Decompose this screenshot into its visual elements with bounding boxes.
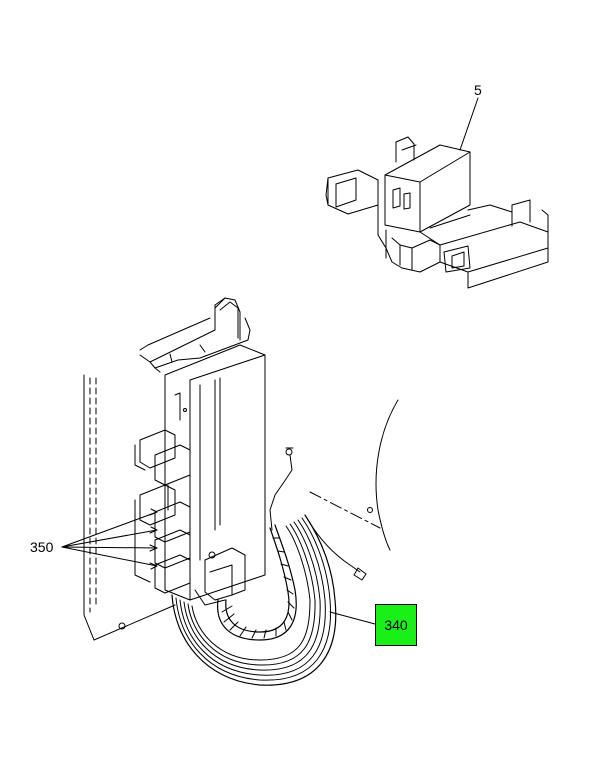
callout-part-350: 350 [30, 539, 54, 555]
bracket-assembly-drawing [325, 136, 549, 289]
callout-part-5: 5 [474, 82, 482, 98]
relay-module-drawing [134, 297, 266, 606]
curved-surface-drawing [309, 399, 399, 551]
callout-part-340-highlighted[interactable]: 340 [375, 604, 417, 646]
leader-line-5 [459, 97, 479, 151]
leader-line-340 [329, 611, 376, 625]
wire-harness-drawing [171, 447, 367, 686]
leader-lines-350 [61, 508, 158, 570]
callout-part-340-label: 340 [384, 617, 408, 633]
mounting-panel-drawing [83, 374, 176, 641]
